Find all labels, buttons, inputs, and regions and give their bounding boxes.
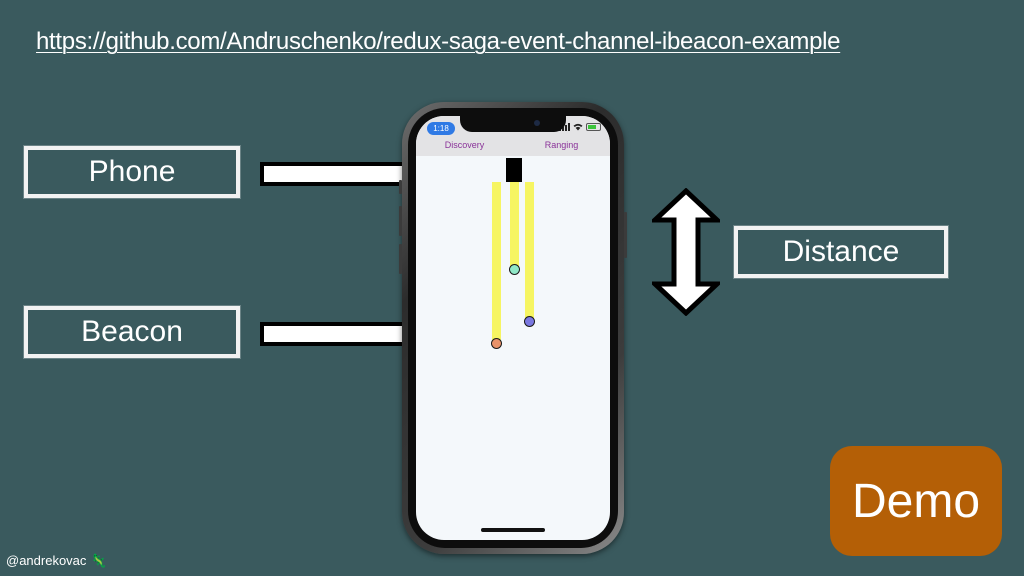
battery-icon <box>586 123 601 131</box>
author-handle: @andrekovac 🦎 <box>6 552 107 570</box>
app-tab-bar: Discovery Ranging <box>416 140 610 156</box>
phone-device: 1:18 Discovery Ranging <box>399 102 627 554</box>
beacon-label-text: Beacon <box>81 315 183 348</box>
volume-down-button <box>399 244 402 274</box>
demo-badge-text: Demo <box>851 474 981 528</box>
front-camera <box>534 120 540 126</box>
mute-switch <box>399 180 402 194</box>
beacon-dot-purple <box>524 316 535 327</box>
tab-ranging[interactable]: Ranging <box>544 140 579 150</box>
status-time: 1:18 <box>427 122 455 135</box>
distance-label: Distance <box>734 226 948 278</box>
device-notch <box>460 116 566 132</box>
home-indicator <box>481 528 545 532</box>
beacon-dot-orange <box>491 338 502 349</box>
beacon-label: Beacon <box>24 306 240 358</box>
distance-label-text: Distance <box>782 235 900 268</box>
power-button <box>624 212 627 258</box>
phone-marker <box>506 158 522 182</box>
tab-discovery[interactable]: Discovery <box>444 140 485 150</box>
phone-label-text: Phone <box>88 155 176 188</box>
beacon-dot-green <box>509 264 520 275</box>
beacon-range-bar-orange <box>492 182 501 342</box>
wifi-icon <box>573 123 583 131</box>
status-bar: 1:18 Discovery Ranging <box>416 116 610 156</box>
distance-double-arrow-icon <box>652 188 720 316</box>
status-icons <box>559 123 601 131</box>
volume-up-button <box>399 206 402 236</box>
beacon-range-bar-purple <box>525 182 534 320</box>
repo-url-link[interactable]: https://github.com/Andruschenko/redux-sa… <box>36 28 841 55</box>
beacon-range-bar-green <box>510 182 519 268</box>
demo-badge: Demo <box>830 446 1002 556</box>
phone-label: Phone <box>24 146 240 198</box>
author-handle-text: @andrekovac <box>6 553 87 568</box>
lizard-emoji-icon: 🦎 <box>90 553 108 568</box>
device-screen: 1:18 Discovery Ranging <box>416 116 610 540</box>
